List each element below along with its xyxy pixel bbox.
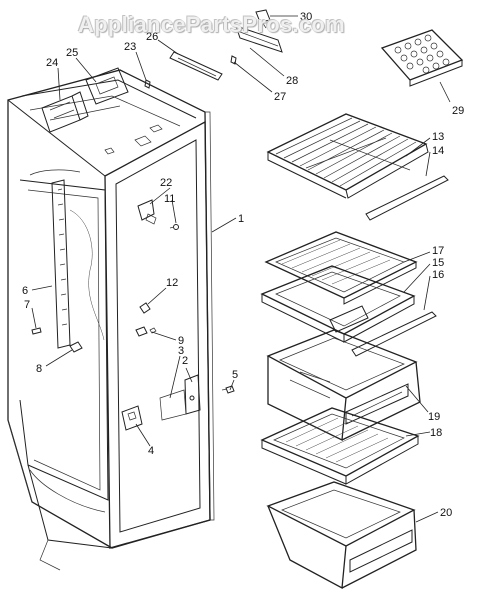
shelf-trim-14 bbox=[365, 175, 449, 221]
callout-25: 25 bbox=[66, 47, 78, 59]
leader-lines bbox=[31, 15, 451, 523]
callout-18: 18 bbox=[430, 427, 442, 439]
callout-27: 27 bbox=[274, 91, 286, 103]
callout-14: 14 bbox=[432, 145, 444, 157]
callout-9: 9 bbox=[178, 335, 184, 347]
trim-strip-16 bbox=[351, 311, 437, 357]
wire-shelf-13 bbox=[266, 113, 429, 199]
top-hardware bbox=[41, 9, 283, 133]
cabinet-liner bbox=[7, 69, 215, 571]
callout-13: 13 bbox=[432, 131, 444, 143]
callout-1: 1 bbox=[238, 213, 244, 225]
glass-shelf-18 bbox=[260, 407, 420, 485]
crisper-drawer-19 bbox=[266, 329, 421, 441]
cabinet-hardware bbox=[31, 199, 235, 431]
callout-30: 30 bbox=[300, 11, 312, 23]
shelf-rail-6 bbox=[51, 179, 71, 349]
callout-26: 26 bbox=[146, 31, 158, 43]
callout-29: 29 bbox=[452, 105, 464, 117]
callout-16: 16 bbox=[432, 269, 444, 281]
callout-11: 11 bbox=[164, 193, 175, 205]
callout-15: 15 bbox=[432, 257, 444, 269]
callout-7: 7 bbox=[24, 299, 30, 311]
callout-23: 23 bbox=[124, 41, 136, 53]
callout-17: 17 bbox=[432, 245, 444, 257]
callout-8: 8 bbox=[36, 363, 42, 375]
callout-12: 12 bbox=[166, 277, 178, 289]
callout-24: 24 bbox=[46, 57, 58, 69]
crisper-cover-frame bbox=[260, 265, 416, 343]
callout-5: 5 bbox=[232, 369, 238, 381]
ice-tray bbox=[380, 29, 464, 87]
lower-drawer-20 bbox=[266, 481, 417, 590]
callout-4: 4 bbox=[148, 445, 154, 457]
callout-20: 20 bbox=[440, 507, 452, 519]
callout-labels: 1 2 3 4 5 6 7 8 9 11 12 13 14 15 16 17 1… bbox=[22, 11, 464, 519]
callout-6: 6 bbox=[22, 285, 28, 297]
glass-shelf-17 bbox=[264, 231, 418, 305]
callout-22: 22 bbox=[160, 177, 172, 189]
callout-3: 3 bbox=[178, 345, 184, 357]
callout-28: 28 bbox=[286, 75, 298, 87]
callout-19: 19 bbox=[428, 411, 440, 423]
callout-2: 2 bbox=[182, 355, 188, 367]
